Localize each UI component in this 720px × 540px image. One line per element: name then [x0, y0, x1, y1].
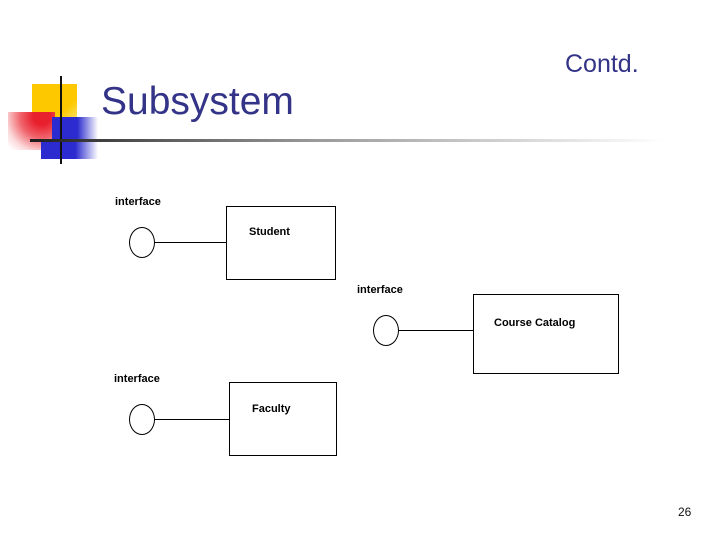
- logo-vertical-line: [60, 76, 62, 164]
- contd-label: Contd.: [565, 50, 639, 78]
- logo-blue-square-lower: [41, 142, 98, 159]
- subsystem-box-label-student: Student: [249, 226, 290, 238]
- interface-lollipop-circle-course-catalog: [373, 315, 399, 346]
- subsystem-box-faculty: Faculty: [229, 382, 337, 456]
- connector-line-faculty: [154, 419, 230, 420]
- subsystem-box-label-faculty: Faculty: [252, 403, 291, 415]
- interface-label-student: interface: [115, 196, 161, 208]
- subsystem-box-course-catalog: Course Catalog: [473, 294, 619, 374]
- interface-lollipop-circle-student: [129, 227, 155, 258]
- connector-line-course-catalog: [398, 330, 474, 331]
- interface-label-faculty: interface: [114, 373, 160, 385]
- logo-blue-square-upper: [52, 117, 98, 142]
- interface-lollipop-circle-faculty: [129, 404, 155, 435]
- connector-line-student: [154, 242, 227, 243]
- slide-page-number: 26: [678, 505, 692, 519]
- subsystem-box-student: Student: [226, 206, 336, 280]
- interface-label-course-catalog: interface: [357, 284, 403, 296]
- slide-title: Subsystem: [101, 80, 294, 123]
- title-underline: [30, 139, 665, 142]
- subsystem-box-label-course-catalog: Course Catalog: [494, 317, 576, 329]
